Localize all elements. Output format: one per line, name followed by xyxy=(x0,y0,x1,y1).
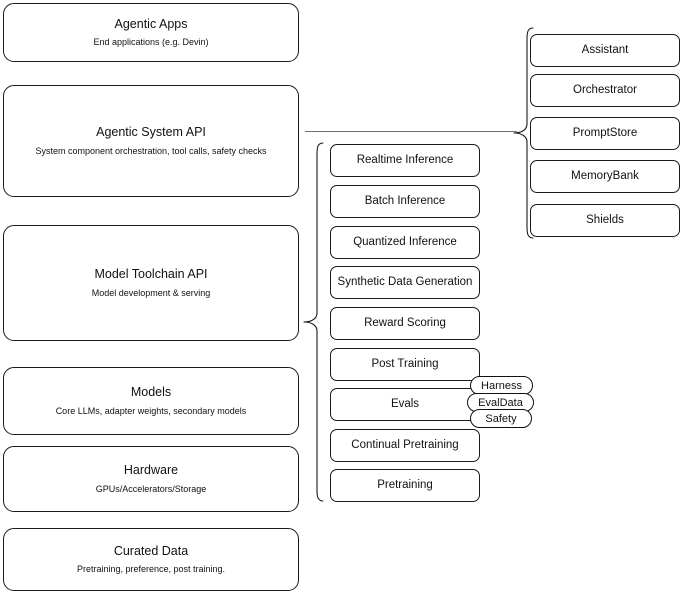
layer-box-model-toolchain-api[interactable]: Model Toolchain API Model development & … xyxy=(3,225,299,341)
service-box-batch-inference[interactable]: Batch Inference xyxy=(330,185,480,218)
layer-title: Hardware xyxy=(123,463,179,478)
eval-pill-label: Safety xyxy=(485,412,517,425)
eval-pill-evaldata[interactable]: EvalData xyxy=(467,393,534,412)
layer-subtitle: Core LLMs, adapter weights, secondary mo… xyxy=(55,405,247,416)
service-label: Continual Pretraining xyxy=(351,439,459,452)
service-box-continual-pretraining[interactable]: Continual Pretraining xyxy=(330,429,480,462)
component-label: PromptStore xyxy=(572,127,638,140)
service-label: Batch Inference xyxy=(364,195,446,208)
eval-pill-safety[interactable]: Safety xyxy=(470,409,532,428)
component-box-memorybank[interactable]: MemoryBank xyxy=(530,160,680,193)
layer-subtitle: End applications (e.g. Devin) xyxy=(93,37,209,48)
layer-box-agentic-system-api[interactable]: Agentic System API System component orch… xyxy=(3,85,299,197)
service-box-pretraining[interactable]: Pretraining xyxy=(330,469,480,502)
eval-pill-harness[interactable]: Harness xyxy=(470,376,533,395)
layer-box-agentic-apps[interactable]: Agentic Apps End applications (e.g. Devi… xyxy=(3,3,299,62)
component-label: Assistant xyxy=(581,44,629,57)
layer-title: Model Toolchain API xyxy=(94,267,208,282)
service-box-realtime-inference[interactable]: Realtime Inference xyxy=(330,144,480,177)
eval-pill-label: Harness xyxy=(481,379,522,392)
component-box-promptstore[interactable]: PromptStore xyxy=(530,117,680,150)
layer-box-models[interactable]: Models Core LLMs, adapter weights, secon… xyxy=(3,367,299,435)
service-label: Synthetic Data Generation xyxy=(337,276,473,289)
service-box-post-training[interactable]: Post Training xyxy=(330,348,480,381)
component-box-orchestrator[interactable]: Orchestrator xyxy=(530,74,680,107)
layer-title: Agentic Apps xyxy=(114,16,188,31)
service-label: Realtime Inference xyxy=(356,154,454,167)
component-box-shields[interactable]: Shields xyxy=(530,204,680,237)
service-label: Pretraining xyxy=(377,479,433,492)
component-label: MemoryBank xyxy=(571,170,639,183)
service-box-reward-scoring[interactable]: Reward Scoring xyxy=(330,307,480,340)
brace-model-toolchain-services xyxy=(303,142,324,502)
connector-line-system-api-to-components xyxy=(305,131,517,132)
layer-box-curated-data[interactable]: Curated Data Pretraining, preference, po… xyxy=(3,528,299,591)
component-label: Shields xyxy=(586,214,624,227)
service-label: Reward Scoring xyxy=(364,317,446,330)
layer-subtitle: GPUs/Accelerators/Storage xyxy=(95,483,207,494)
service-box-quantized-inference[interactable]: Quantized Inference xyxy=(330,226,480,259)
layer-subtitle: System component orchestration, tool cal… xyxy=(35,145,267,156)
layer-subtitle: Model development & serving xyxy=(91,287,211,298)
layer-box-hardware[interactable]: Hardware GPUs/Accelerators/Storage xyxy=(3,446,299,512)
component-box-assistant[interactable]: Assistant xyxy=(530,34,680,67)
service-label: Evals xyxy=(390,398,420,411)
layer-subtitle: Pretraining, preference, post training. xyxy=(76,564,226,575)
service-label: Post Training xyxy=(371,358,439,371)
eval-pill-label: EvalData xyxy=(478,396,523,409)
service-box-synthetic-data-generation[interactable]: Synthetic Data Generation xyxy=(330,266,480,299)
component-label: Orchestrator xyxy=(573,84,637,97)
service-box-evals[interactable]: Evals xyxy=(330,388,480,421)
layer-title: Models xyxy=(130,385,172,400)
layer-title: Agentic System API xyxy=(96,125,206,140)
service-label: Quantized Inference xyxy=(353,236,457,249)
layer-title: Curated Data xyxy=(113,543,189,558)
brace-agentic-system-components xyxy=(513,27,534,239)
